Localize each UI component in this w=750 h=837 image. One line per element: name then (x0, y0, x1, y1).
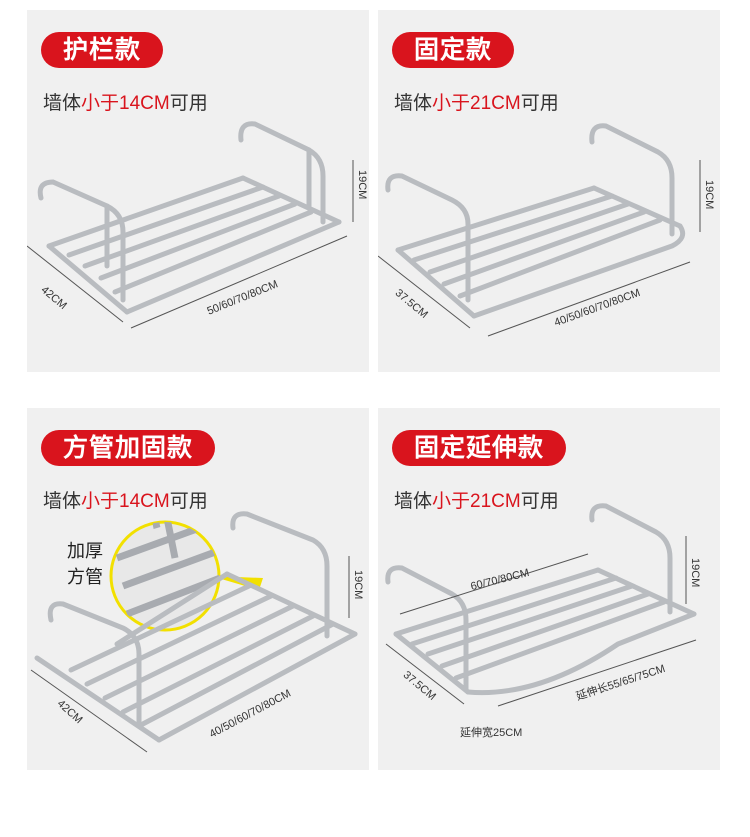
product-panel-fixed: 固定款 墙体小于21CM可用 19CM 37.5CM 40/50/60/70/8… (378, 10, 720, 372)
dim-extend-width: 延伸宽25CM (460, 727, 523, 739)
badge-label: 护栏款 (41, 32, 164, 68)
rack-illustration (27, 121, 354, 329)
badge-label: 固定款 (392, 32, 515, 68)
rack-illustration (385, 503, 697, 707)
badge-label: 方管加固款 (41, 430, 216, 466)
product-panel-square-tube: 方管加固款 墙体小于14CM可用 加厚 方管 (27, 408, 369, 770)
dim-height: 19CM (689, 558, 701, 588)
wall-requirement: 墙体小于21CM可用 (394, 93, 559, 114)
wall-requirement: 墙体小于14CM可用 (43, 491, 208, 512)
rack-illustration (30, 511, 358, 753)
callout-thick-tube: 加厚 方管 (67, 541, 103, 587)
product-panel-guardrail: 护栏款 墙体小于14CM可用 19CM 42CM 50/60/70/80CM (27, 10, 369, 372)
rack-illustration (378, 123, 701, 337)
badge-label: 固定延伸款 (392, 430, 567, 466)
product-panel-fixed-extend: 固定延伸款 墙体小于21CM可用 19CM 60/70/80CM 37.5CM … (378, 408, 720, 770)
wall-requirement: 墙体小于14CM可用 (43, 93, 208, 114)
dim-height: 19CM (352, 570, 364, 600)
dim-height: 19CM (356, 170, 368, 200)
dim-height: 19CM (703, 180, 715, 210)
wall-requirement: 墙体小于21CM可用 (394, 491, 559, 512)
